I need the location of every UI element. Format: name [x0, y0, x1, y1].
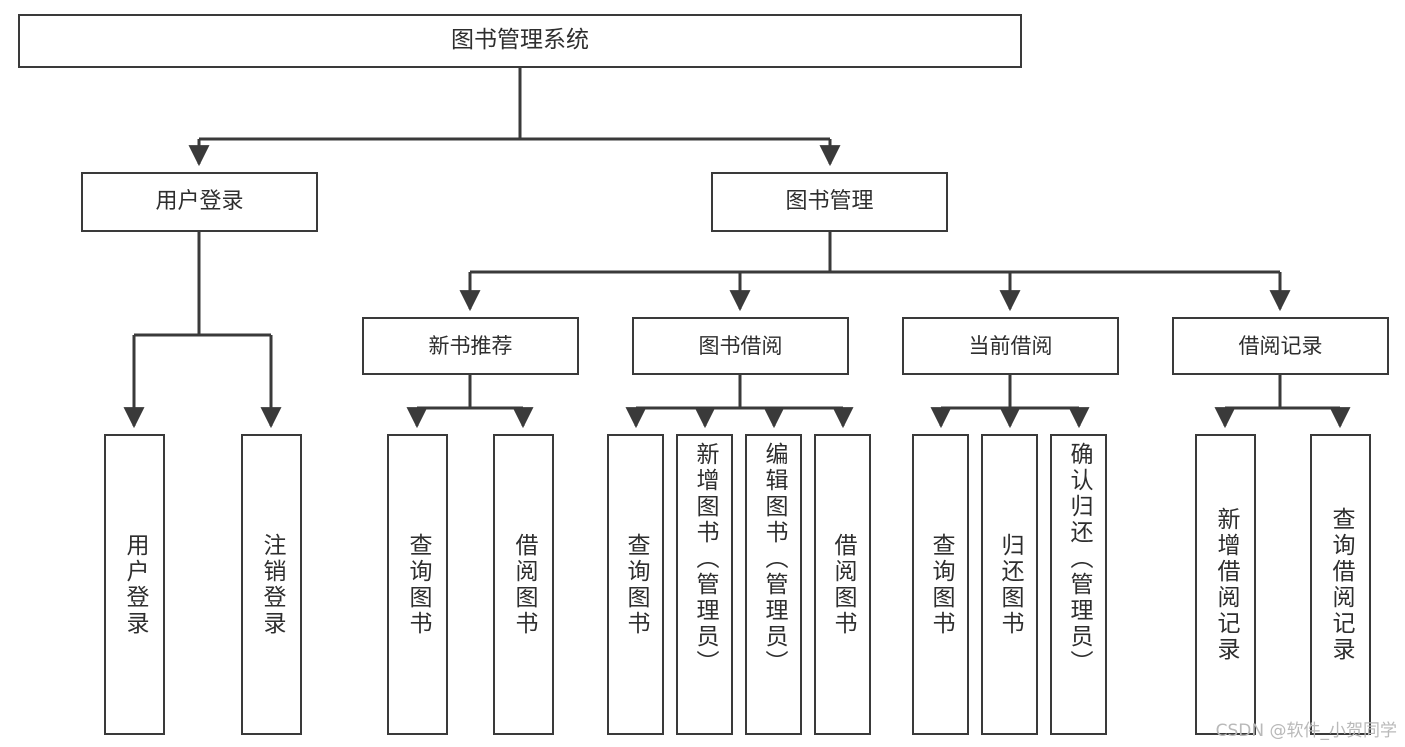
node-book-borrow-label: 图书借阅	[698, 333, 783, 358]
node-book-management[interactable]: 图书管理	[711, 172, 948, 232]
leaf-query-book-new-label: 查询图书	[405, 532, 431, 637]
leaf-add-borrow-record[interactable]: 新增借阅记录	[1195, 434, 1256, 735]
leaf-logout[interactable]: 注销登录	[241, 434, 302, 735]
leaf-return-book[interactable]: 归还图书	[981, 434, 1038, 735]
leaf-borrow-book-new-label: 借阅图书	[511, 532, 537, 637]
leaf-query-book-borrow[interactable]: 查询图书	[607, 434, 664, 735]
node-user-login[interactable]: 用户登录	[81, 172, 318, 232]
leaf-edit-book-admin[interactable]: 编辑图书（管理员）	[745, 434, 802, 735]
node-root-label: 图书管理系统	[451, 27, 589, 54]
leaf-query-borrow-record-label: 查询借阅记录	[1328, 506, 1354, 663]
leaf-borrow-book-new[interactable]: 借阅图书	[493, 434, 554, 735]
node-current-borrow[interactable]: 当前借阅	[902, 317, 1119, 375]
leaf-confirm-return-admin[interactable]: 确认归还（管理员）	[1050, 434, 1107, 735]
node-current-borrow-label: 当前借阅	[968, 333, 1053, 358]
node-book-management-label: 图书管理	[785, 189, 874, 215]
node-new-book-recommend-label: 新书推荐	[428, 333, 513, 358]
watermark: CSDN @软件_小贺同学	[1215, 721, 1397, 741]
leaf-add-borrow-record-label: 新增借阅记录	[1213, 506, 1239, 663]
node-book-borrow[interactable]: 图书借阅	[632, 317, 849, 375]
leaf-user-login[interactable]: 用户登录	[104, 434, 165, 735]
node-borrow-record-label: 借阅记录	[1238, 333, 1323, 358]
leaf-borrow-book-label: 借阅图书	[830, 532, 856, 637]
leaf-query-borrow-record[interactable]: 查询借阅记录	[1310, 434, 1371, 735]
leaf-edit-book-admin-label: 编辑图书（管理员）	[761, 442, 787, 676]
node-root[interactable]: 图书管理系统	[18, 14, 1022, 68]
leaf-query-book-current-label: 查询图书	[928, 532, 954, 637]
leaf-return-book-label: 归还图书	[997, 532, 1023, 637]
node-borrow-record[interactable]: 借阅记录	[1172, 317, 1389, 375]
leaf-query-book-current[interactable]: 查询图书	[912, 434, 969, 735]
leaf-user-login-label: 用户登录	[122, 532, 148, 637]
leaf-confirm-return-admin-label: 确认归还（管理员）	[1066, 442, 1092, 676]
leaf-logout-label: 注销登录	[259, 532, 285, 637]
leaf-add-book-admin-label: 新增图书（管理员）	[692, 442, 718, 676]
node-new-book-recommend[interactable]: 新书推荐	[362, 317, 579, 375]
leaf-query-book-borrow-label: 查询图书	[623, 532, 649, 637]
leaf-add-book-admin[interactable]: 新增图书（管理员）	[676, 434, 733, 735]
leaf-borrow-book[interactable]: 借阅图书	[814, 434, 871, 735]
leaf-query-book-new[interactable]: 查询图书	[387, 434, 448, 735]
node-user-login-label: 用户登录	[155, 189, 244, 215]
